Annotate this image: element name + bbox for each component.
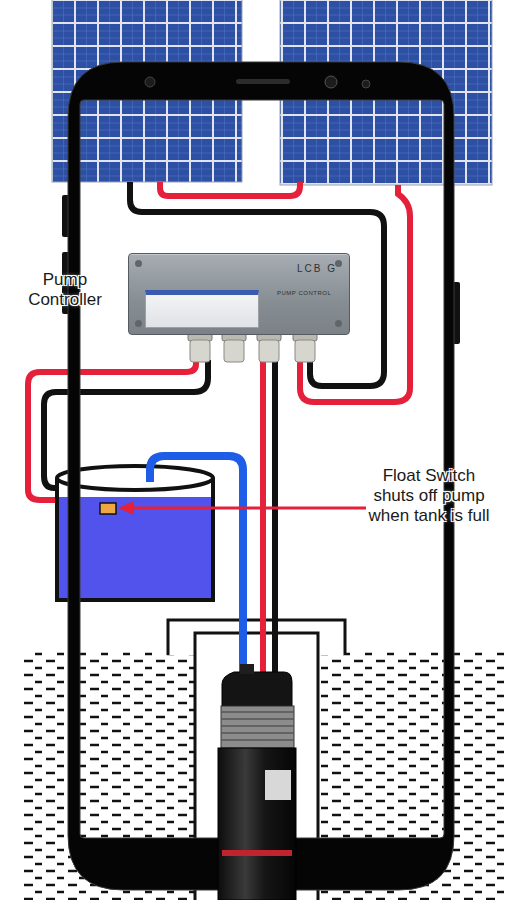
controller-sticker bbox=[145, 290, 259, 328]
screw-head bbox=[335, 320, 342, 327]
pump-screen bbox=[221, 706, 294, 748]
pump-band bbox=[222, 850, 292, 856]
cable-glands bbox=[188, 333, 317, 362]
phone-sensor bbox=[362, 80, 370, 88]
screw-head bbox=[135, 320, 142, 327]
float-switch bbox=[100, 503, 116, 514]
leader-line bbox=[130, 507, 366, 510]
screen-mesh bbox=[221, 712, 294, 740]
cable-gland bbox=[224, 340, 244, 362]
pump-outlet bbox=[240, 664, 254, 674]
screw-head bbox=[135, 260, 142, 267]
panel-legend: PUMP CONTROL bbox=[277, 290, 331, 296]
pump-body bbox=[218, 748, 296, 900]
phone-sensor bbox=[145, 77, 155, 87]
cable-gland bbox=[259, 340, 279, 362]
pump-label bbox=[265, 770, 291, 800]
model-code: LCB G bbox=[297, 263, 337, 274]
phone-speaker bbox=[236, 79, 290, 84]
cable-gland bbox=[190, 340, 210, 362]
black-wire bbox=[272, 360, 278, 676]
callout-label: Pump Controller bbox=[18, 270, 112, 310]
cable-gland bbox=[295, 340, 315, 362]
red-wire bbox=[260, 360, 266, 676]
red-wire bbox=[160, 182, 300, 196]
callout-note: Float Switch shuts off pump when tank is… bbox=[366, 466, 492, 526]
pump-cap bbox=[222, 672, 292, 706]
pump-controller-box: LCB G PUMP CONTROL bbox=[128, 253, 350, 335]
phone-camera bbox=[325, 76, 337, 88]
delivery-pipe bbox=[150, 456, 243, 676]
arrow-head bbox=[118, 501, 134, 515]
